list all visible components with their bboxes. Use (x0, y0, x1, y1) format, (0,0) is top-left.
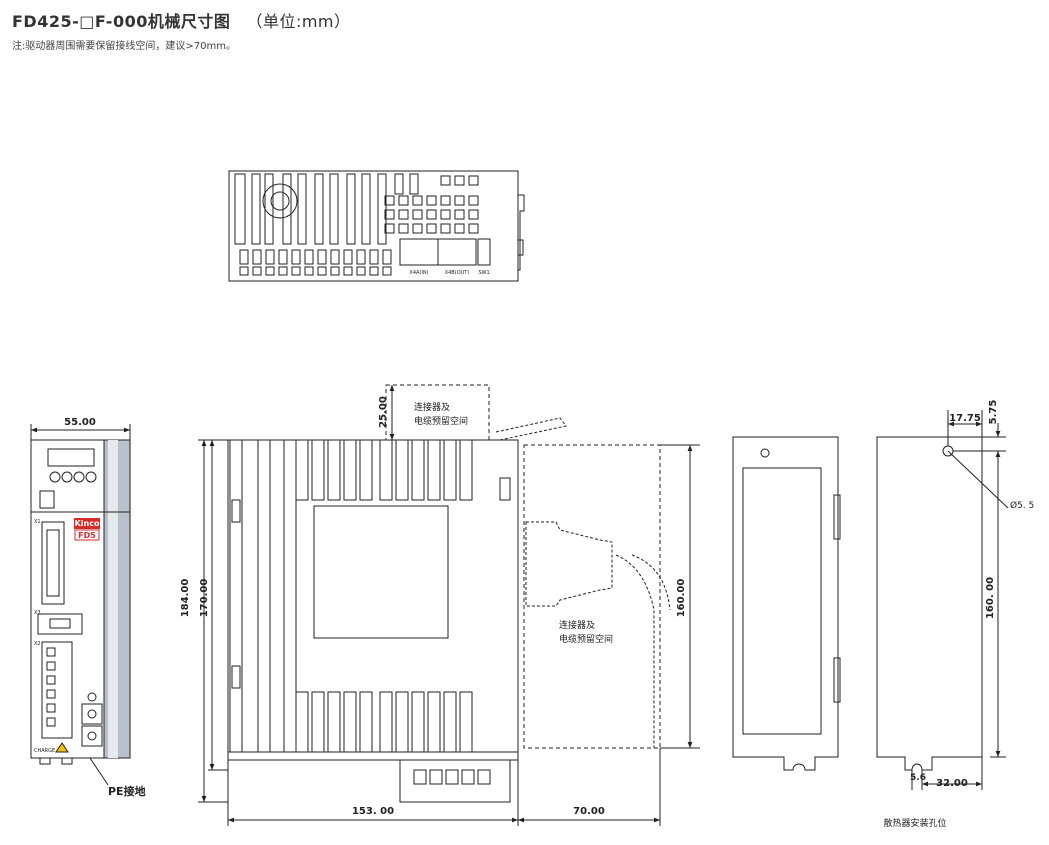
pe-label: PE接地 (108, 784, 146, 798)
top-view: X4A(IN) X4B(OUT) SW1 (228, 170, 525, 282)
key-up (61, 471, 73, 483)
warning-icon (55, 742, 69, 753)
mounting-view: Ø5. 5 17.75 5.75 160. 00 32.00 5.6 散热器安装… (876, 400, 1034, 829)
connector-x2 (41, 641, 73, 739)
pe-leader (89, 757, 109, 786)
usb-port (39, 490, 55, 509)
dim-184: 184.00 (180, 579, 191, 618)
charge-label: CHARGE (34, 748, 55, 754)
connector-note-1-line2: 电缆预留空间 (414, 415, 468, 427)
back-view-outline (732, 436, 839, 771)
pe-terminal-1 (81, 703, 103, 725)
connector-x1 (41, 521, 65, 605)
side-view-body (227, 439, 519, 753)
connector-note-2-line2: 电缆预留空间 (559, 633, 613, 645)
key-down (73, 471, 85, 483)
side-view-label-panel (313, 505, 449, 639)
brand-label: Kinco (75, 519, 100, 528)
dim-5-6: 5.6 (910, 773, 926, 783)
mounting-view-outline (876, 436, 983, 771)
switch-sw1 (477, 238, 491, 266)
dim-32: 32.00 (936, 778, 968, 789)
side-clearance-box (523, 444, 661, 749)
hole-diameter: Ø5. 5 (1010, 500, 1034, 511)
front-view: 55.00 Kinco FD5 X1 X3 X2 CHARGE PE接地 (30, 417, 146, 798)
top-view-fins (234, 173, 419, 245)
ground-icon (87, 692, 97, 702)
side-view: 184.00 170.00 (180, 384, 700, 826)
dim-5-75: 5.75 (988, 400, 999, 425)
cable-ghost (615, 554, 655, 748)
dim-70: 70.00 (573, 806, 605, 817)
side-view-fins (229, 439, 473, 753)
dim-160-mount: 160. 00 (985, 577, 996, 619)
mount-caption: 散热器安装孔位 (883, 817, 946, 829)
brand-badge (74, 518, 100, 529)
dim-160: 160.00 (676, 579, 687, 618)
clearance-note: 注:驱动器周围需要保留接线空间，建议>70mm。 (12, 41, 236, 52)
label-sw1: SW1 (478, 270, 489, 276)
back-mount-hole (760, 448, 770, 458)
fan-icon (262, 183, 298, 219)
top-cable-ghost (495, 417, 567, 441)
port-label-x2: X2 (34, 641, 41, 647)
model-badge (74, 529, 100, 541)
title-text: FD425-□F-000机械尺寸图 (12, 12, 231, 31)
dim-17-75: 17.75 (949, 413, 981, 424)
port-label-x3: X3 (34, 610, 41, 616)
dim-25: 25.00 (378, 396, 389, 428)
port-x4b (437, 238, 477, 266)
key-mode (49, 471, 61, 483)
connector-note-1-line1: 连接器及 (414, 401, 450, 413)
side-plug-ghost (525, 521, 613, 607)
port-x4a (399, 238, 439, 266)
dim-170: 170.00 (199, 579, 210, 618)
dim-153: 153. 00 (352, 806, 394, 817)
back-view (732, 436, 841, 771)
top-view-outline (228, 170, 519, 282)
back-view-panel (742, 467, 822, 735)
model-label: FD5 (78, 531, 96, 540)
title-unit: （单位:mm） (246, 12, 351, 31)
top-view-slots (239, 249, 392, 276)
connector-x3 (37, 613, 83, 635)
top-view-vents (384, 175, 479, 234)
port-label-x1: X1 (34, 519, 41, 525)
connector-note-2-line1: 连接器及 (559, 619, 595, 631)
hole-leader (947, 450, 1009, 509)
led-display (47, 448, 95, 467)
key-set (85, 471, 97, 483)
bottom-connector (399, 759, 511, 803)
top-clearance-box (385, 384, 490, 441)
label-x4b: X4B(OUT) (445, 270, 470, 276)
label-x4a: X4A(IN) (409, 270, 428, 276)
pe-terminal-2 (81, 725, 103, 747)
page-title: FD425-□F-000机械尺寸图 （单位:mm） (12, 8, 351, 32)
top-view-latch (518, 194, 525, 271)
dim-55: 55.00 (64, 417, 96, 428)
